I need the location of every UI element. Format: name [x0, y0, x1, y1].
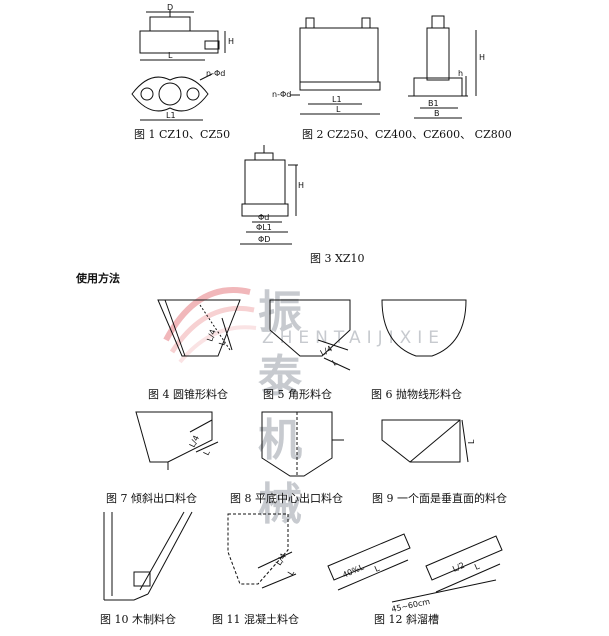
dim-label-l-fig11: L: [286, 568, 296, 577]
dim-label-l4-fig4: L/4: [205, 328, 217, 342]
figure-11-drawing: [227, 513, 297, 589]
caption-figure-8: 图 8 平底中心出口料仓: [230, 492, 343, 505]
dim-label-h-2: H: [479, 53, 485, 62]
figure-4-drawing: [157, 299, 241, 357]
figure-5-drawing: [269, 299, 351, 371]
dim-label-l2-fig12: L/2: [451, 561, 466, 574]
dim-label-l1: L1: [166, 111, 176, 120]
dim-label-b: B: [434, 109, 440, 118]
dim-label-l4-fig5: L/4: [319, 344, 334, 358]
caption-figure-3: 图 3 XZ10: [310, 252, 365, 265]
dim-label-l-fig12b: L: [473, 562, 481, 572]
dim-label-phi-big-d: ΦD: [258, 235, 270, 244]
dim-label-nd-2: n-Φd: [272, 90, 291, 99]
caption-figure-11: 图 11 混凝土料仓: [212, 613, 299, 626]
dim-label-small-h: h: [458, 69, 463, 78]
caption-figure-4: 图 4 圆锥形料仓: [148, 388, 228, 401]
figure-3-drawing: [240, 145, 298, 245]
dim-label-pct: 40%L: [341, 562, 365, 579]
dim-label-l-fig12a: L: [373, 564, 381, 574]
dim-label-d: D: [167, 3, 173, 12]
dim-label-nd: n-Φd: [206, 69, 225, 78]
dim-label-l-fig7: L: [202, 448, 212, 456]
figure-1-drawing: [131, 10, 226, 121]
dim-label-h-3: H: [298, 181, 304, 190]
dim-label-phi-d: Φd: [258, 213, 269, 222]
dim-label-l-fig9: L: [467, 439, 476, 444]
caption-figure-5: 图 5 角形料仓: [263, 388, 332, 401]
dim-label-l-fig4: L: [217, 339, 227, 347]
dim-label-b1: B1: [428, 99, 439, 108]
figure-6-drawing: [381, 299, 467, 357]
dim-label-phi-l1: ΦL1: [256, 223, 272, 232]
section-heading: 使用方法: [76, 272, 120, 285]
figure-7-drawing: [135, 411, 219, 470]
figure-2-drawing: [290, 15, 477, 119]
caption-figure-6: 图 6 抛物线形料仓: [371, 388, 462, 401]
caption-figure-9: 图 9 一个面是垂直面的料仓: [372, 492, 507, 505]
figure-9-drawing: [381, 419, 469, 463]
caption-figure-12: 图 12 斜溜槽: [374, 613, 439, 626]
dim-label-h: H: [228, 37, 234, 46]
dim-label-l: L: [168, 51, 173, 60]
figure-12-drawing: [327, 533, 503, 603]
caption-figure-10: 图 10 木制料仓: [100, 613, 176, 626]
caption-figure-2: 图 2 CZ250、CZ400、CZ600、 CZ800: [302, 128, 512, 141]
dim-label-l4-fig11: L/4: [274, 552, 288, 567]
dim-label-l-fig5: L: [331, 357, 340, 367]
figure-8-drawing: [261, 411, 344, 477]
caption-figure-7: 图 7 倾斜出口料仓: [106, 492, 197, 505]
caption-figure-1: 图 1 CZ10、CZ50: [134, 128, 231, 141]
figure-10-drawing: [103, 511, 193, 601]
dim-label-l-2: L: [336, 105, 341, 114]
dim-label-l1-2: L1: [332, 95, 342, 104]
